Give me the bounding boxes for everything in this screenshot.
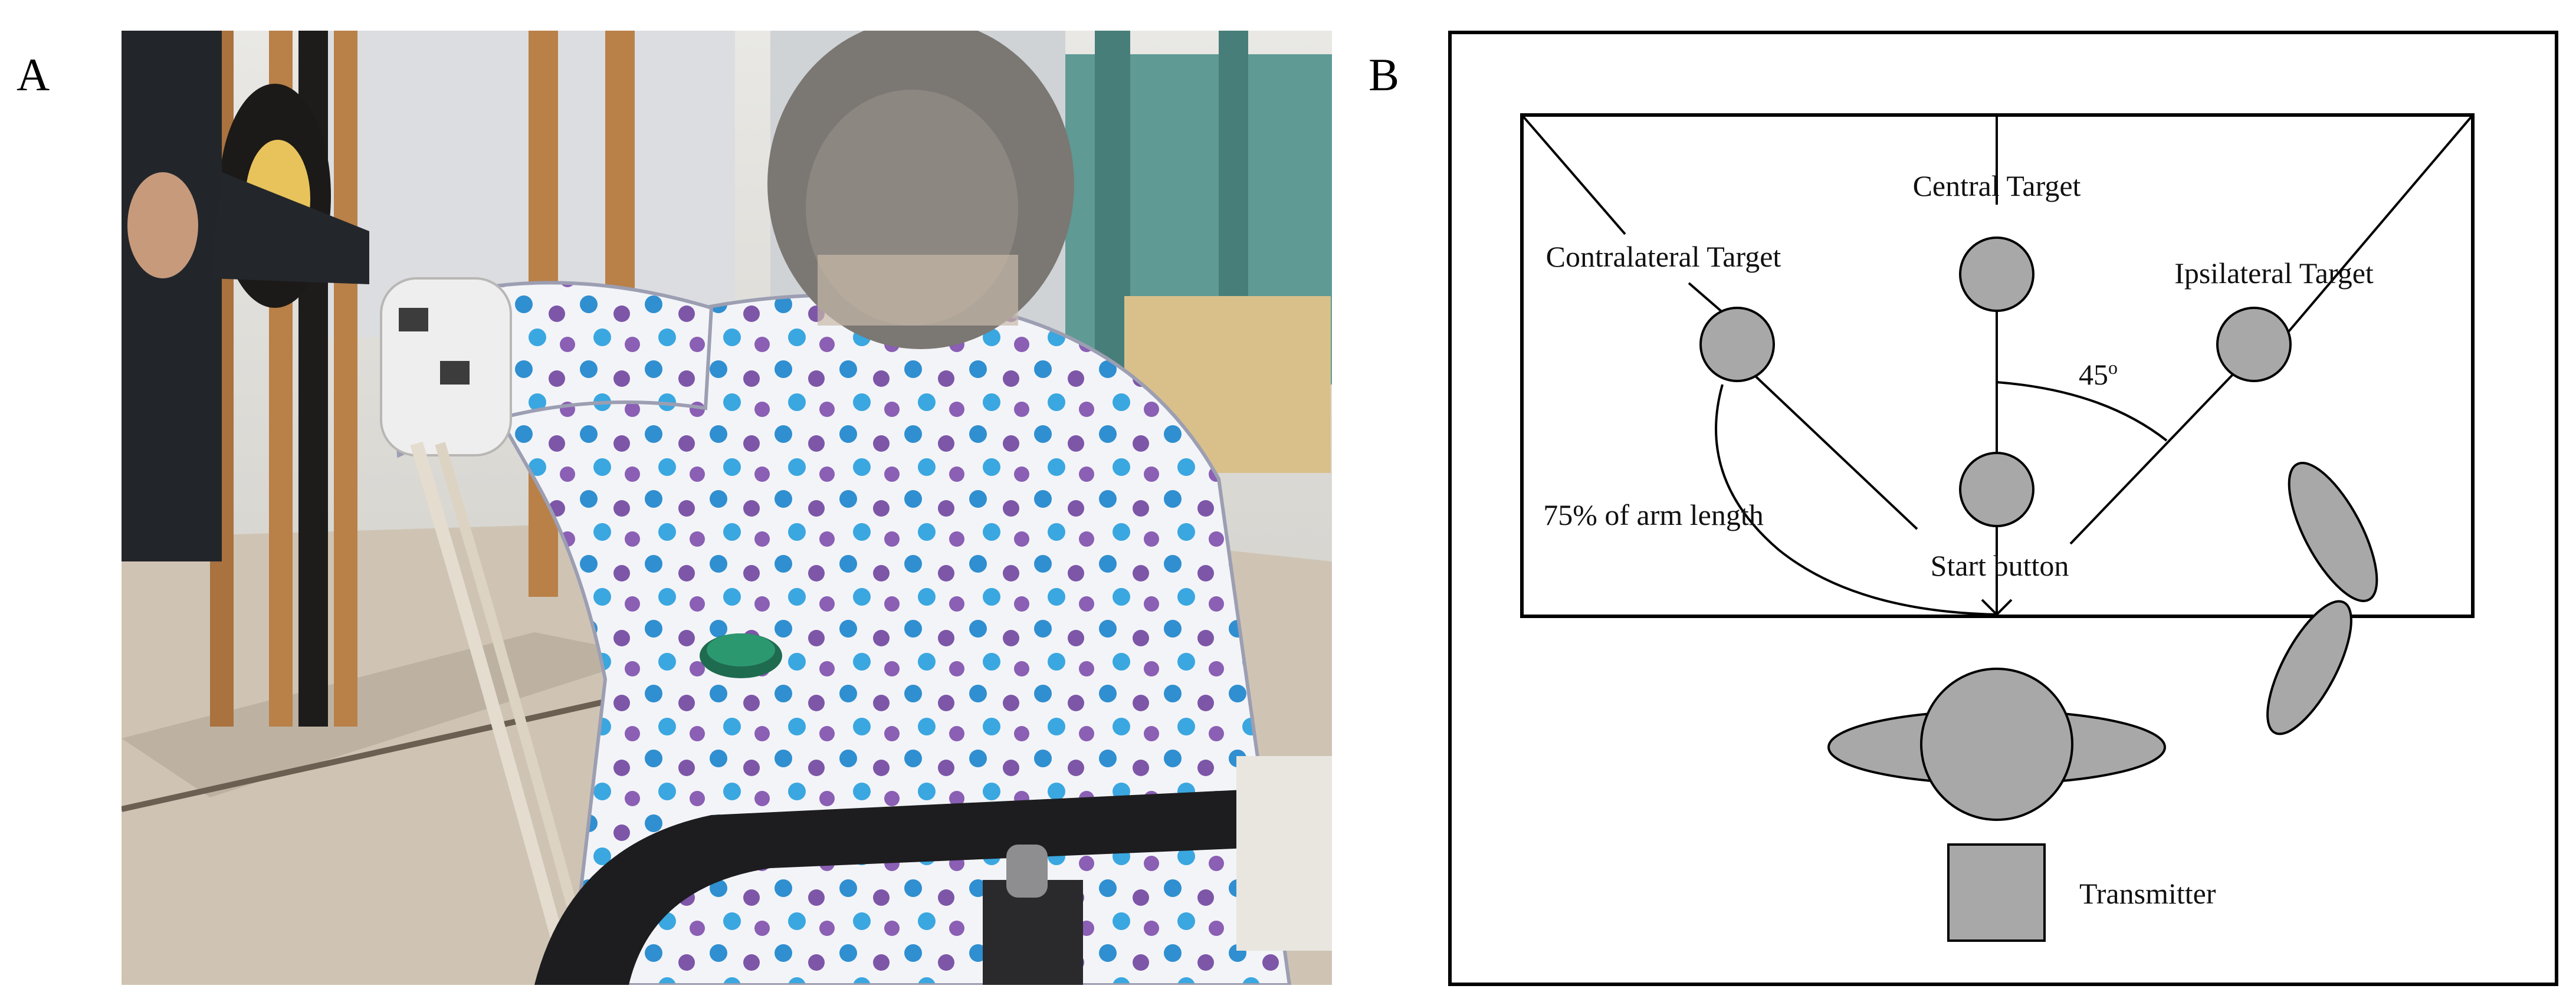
contralateral-target (1699, 307, 1775, 382)
central-target-label: Central Target (1913, 169, 2081, 202)
diagram-svg: Central Target Contralateral Target Ipsi… (1448, 31, 2558, 986)
angle-value: 45 (2079, 358, 2108, 391)
transmitter-label: Transmitter (2079, 877, 2216, 910)
upper-arm (2288, 462, 2378, 602)
contralateral-line (1754, 374, 1918, 530)
start-button-target (1959, 452, 2034, 527)
ipsilateral-target (2216, 307, 2292, 382)
setup-photo (122, 31, 1332, 985)
arm-length-arc (1715, 384, 1997, 616)
setup-photo-illustration (122, 31, 1332, 985)
arm-length-label: 75% of arm length (1543, 498, 1764, 531)
ipsilateral-target-label: Ipsilateral Target (2174, 257, 2374, 290)
ipsilateral-line (2069, 370, 2237, 545)
angle-arc (1996, 381, 2168, 442)
forearm (2266, 600, 2352, 735)
panel-label-a: A (17, 49, 50, 100)
angle-label: 45o (2079, 357, 2118, 391)
panel-label-b: B (1369, 49, 1400, 100)
contralateral-target-label: Contralateral Target (1546, 240, 1781, 273)
reaching-task-diagram: Central Target Contralateral Target Ipsi… (1448, 31, 2558, 986)
angle-unit: o (2108, 357, 2118, 378)
start-button-label: Start button (1931, 549, 2069, 582)
transmitter-box (1947, 843, 2046, 942)
head (1920, 668, 2073, 821)
central-target (1959, 236, 2034, 312)
right-corner-line (2288, 114, 2474, 333)
left-corner-line (1521, 114, 1626, 235)
